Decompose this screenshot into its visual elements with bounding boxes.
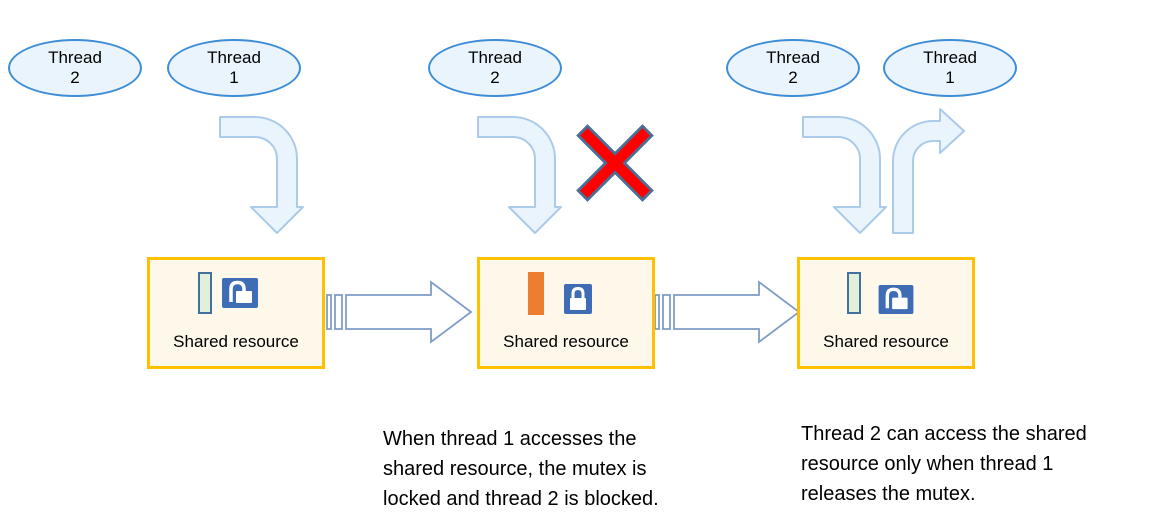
thread-1-node: Thread 1 [167,39,301,97]
striped-right-arrow-icon [654,280,801,344]
locked-padlock-icon [564,284,592,314]
thread-1-node: Thread 1 [883,39,1017,97]
bent-arrow-down-icon [219,116,304,234]
unlocked-padlock-icon [222,278,258,308]
blocked-x-icon [576,124,654,202]
thread-2-node: Thread 2 [428,39,562,97]
bent-arrow-down-icon [477,116,562,234]
shared-resource-label: Shared resource [503,332,629,351]
bent-arrow-up-icon [892,108,965,234]
unlocked-padlock-icon [878,285,914,314]
shared-resource-label: Shared resource [823,332,949,351]
bent-arrow-down-icon [802,116,887,234]
shared-resource-label: Shared resource [173,332,299,351]
shared-resource-box: Shared resource [477,257,655,369]
striped-right-arrow-icon [326,280,473,344]
resource-busy-bar [528,272,544,315]
resource-free-bar [847,272,861,314]
caption-text: When thread 1 accesses the shared resour… [383,428,659,510]
shared-resource-box: Shared resource [147,257,325,369]
shared-resource-box: Shared resource [797,257,975,369]
thread-2-node: Thread 2 [8,39,142,97]
resource-free-bar [198,272,212,314]
caption-text: Thread 2 can access the shared resource … [801,423,1087,505]
thread-2-node: Thread 2 [726,39,860,97]
